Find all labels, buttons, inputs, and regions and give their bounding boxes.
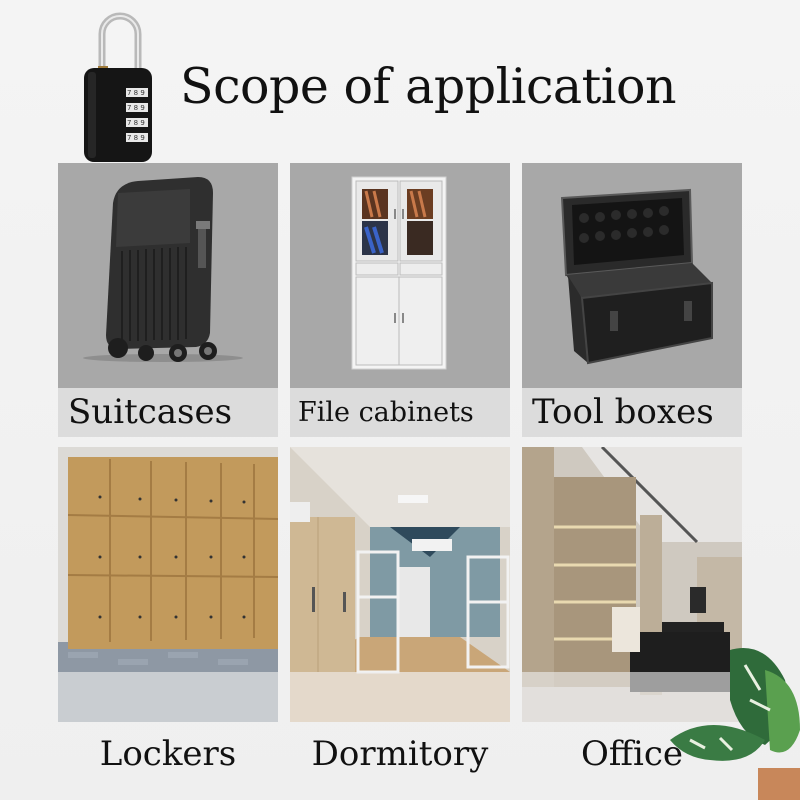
tile-dormitory: Dormitory bbox=[290, 447, 510, 787]
tile-label: File cabinets bbox=[290, 388, 510, 437]
tile-label: Tool boxes bbox=[522, 388, 742, 437]
svg-text:7 8 9: 7 8 9 bbox=[127, 119, 145, 127]
combination-padlock-icon: 7 8 9 7 8 9 7 8 9 7 8 9 bbox=[80, 6, 160, 164]
tool-box-image bbox=[522, 163, 742, 388]
tile-file-cabinets: File cabinets bbox=[290, 163, 510, 437]
tile-tool-boxes: Tool boxes bbox=[522, 163, 742, 437]
file-cabinet-image bbox=[290, 163, 510, 388]
office-image bbox=[522, 447, 742, 722]
image-fade-overlay bbox=[522, 672, 742, 722]
tile-label: Lockers bbox=[99, 734, 237, 774]
image-fade-overlay bbox=[58, 672, 278, 722]
svg-text:7 8 9: 7 8 9 bbox=[127, 104, 145, 112]
header: 7 8 9 7 8 9 7 8 9 7 8 9 Scope of applica… bbox=[0, 0, 800, 162]
monstera-plant-image bbox=[670, 640, 800, 800]
tile-label: Dormitory bbox=[311, 734, 489, 774]
lockers-image bbox=[58, 447, 278, 722]
tile-suitcases: Suitcases bbox=[58, 163, 278, 437]
suitcase-image bbox=[58, 163, 278, 388]
svg-text:7 8 9: 7 8 9 bbox=[127, 89, 145, 97]
tile-lockers: Lockers bbox=[58, 447, 278, 787]
tile-label: Suitcases bbox=[58, 388, 278, 437]
tile-label: Office bbox=[580, 734, 684, 774]
dormitory-image bbox=[290, 447, 510, 722]
svg-text:7 8 9: 7 8 9 bbox=[127, 134, 145, 142]
page-title: Scope of application bbox=[180, 58, 677, 115]
image-fade-overlay bbox=[290, 672, 510, 722]
tile-office: Office bbox=[522, 447, 742, 787]
